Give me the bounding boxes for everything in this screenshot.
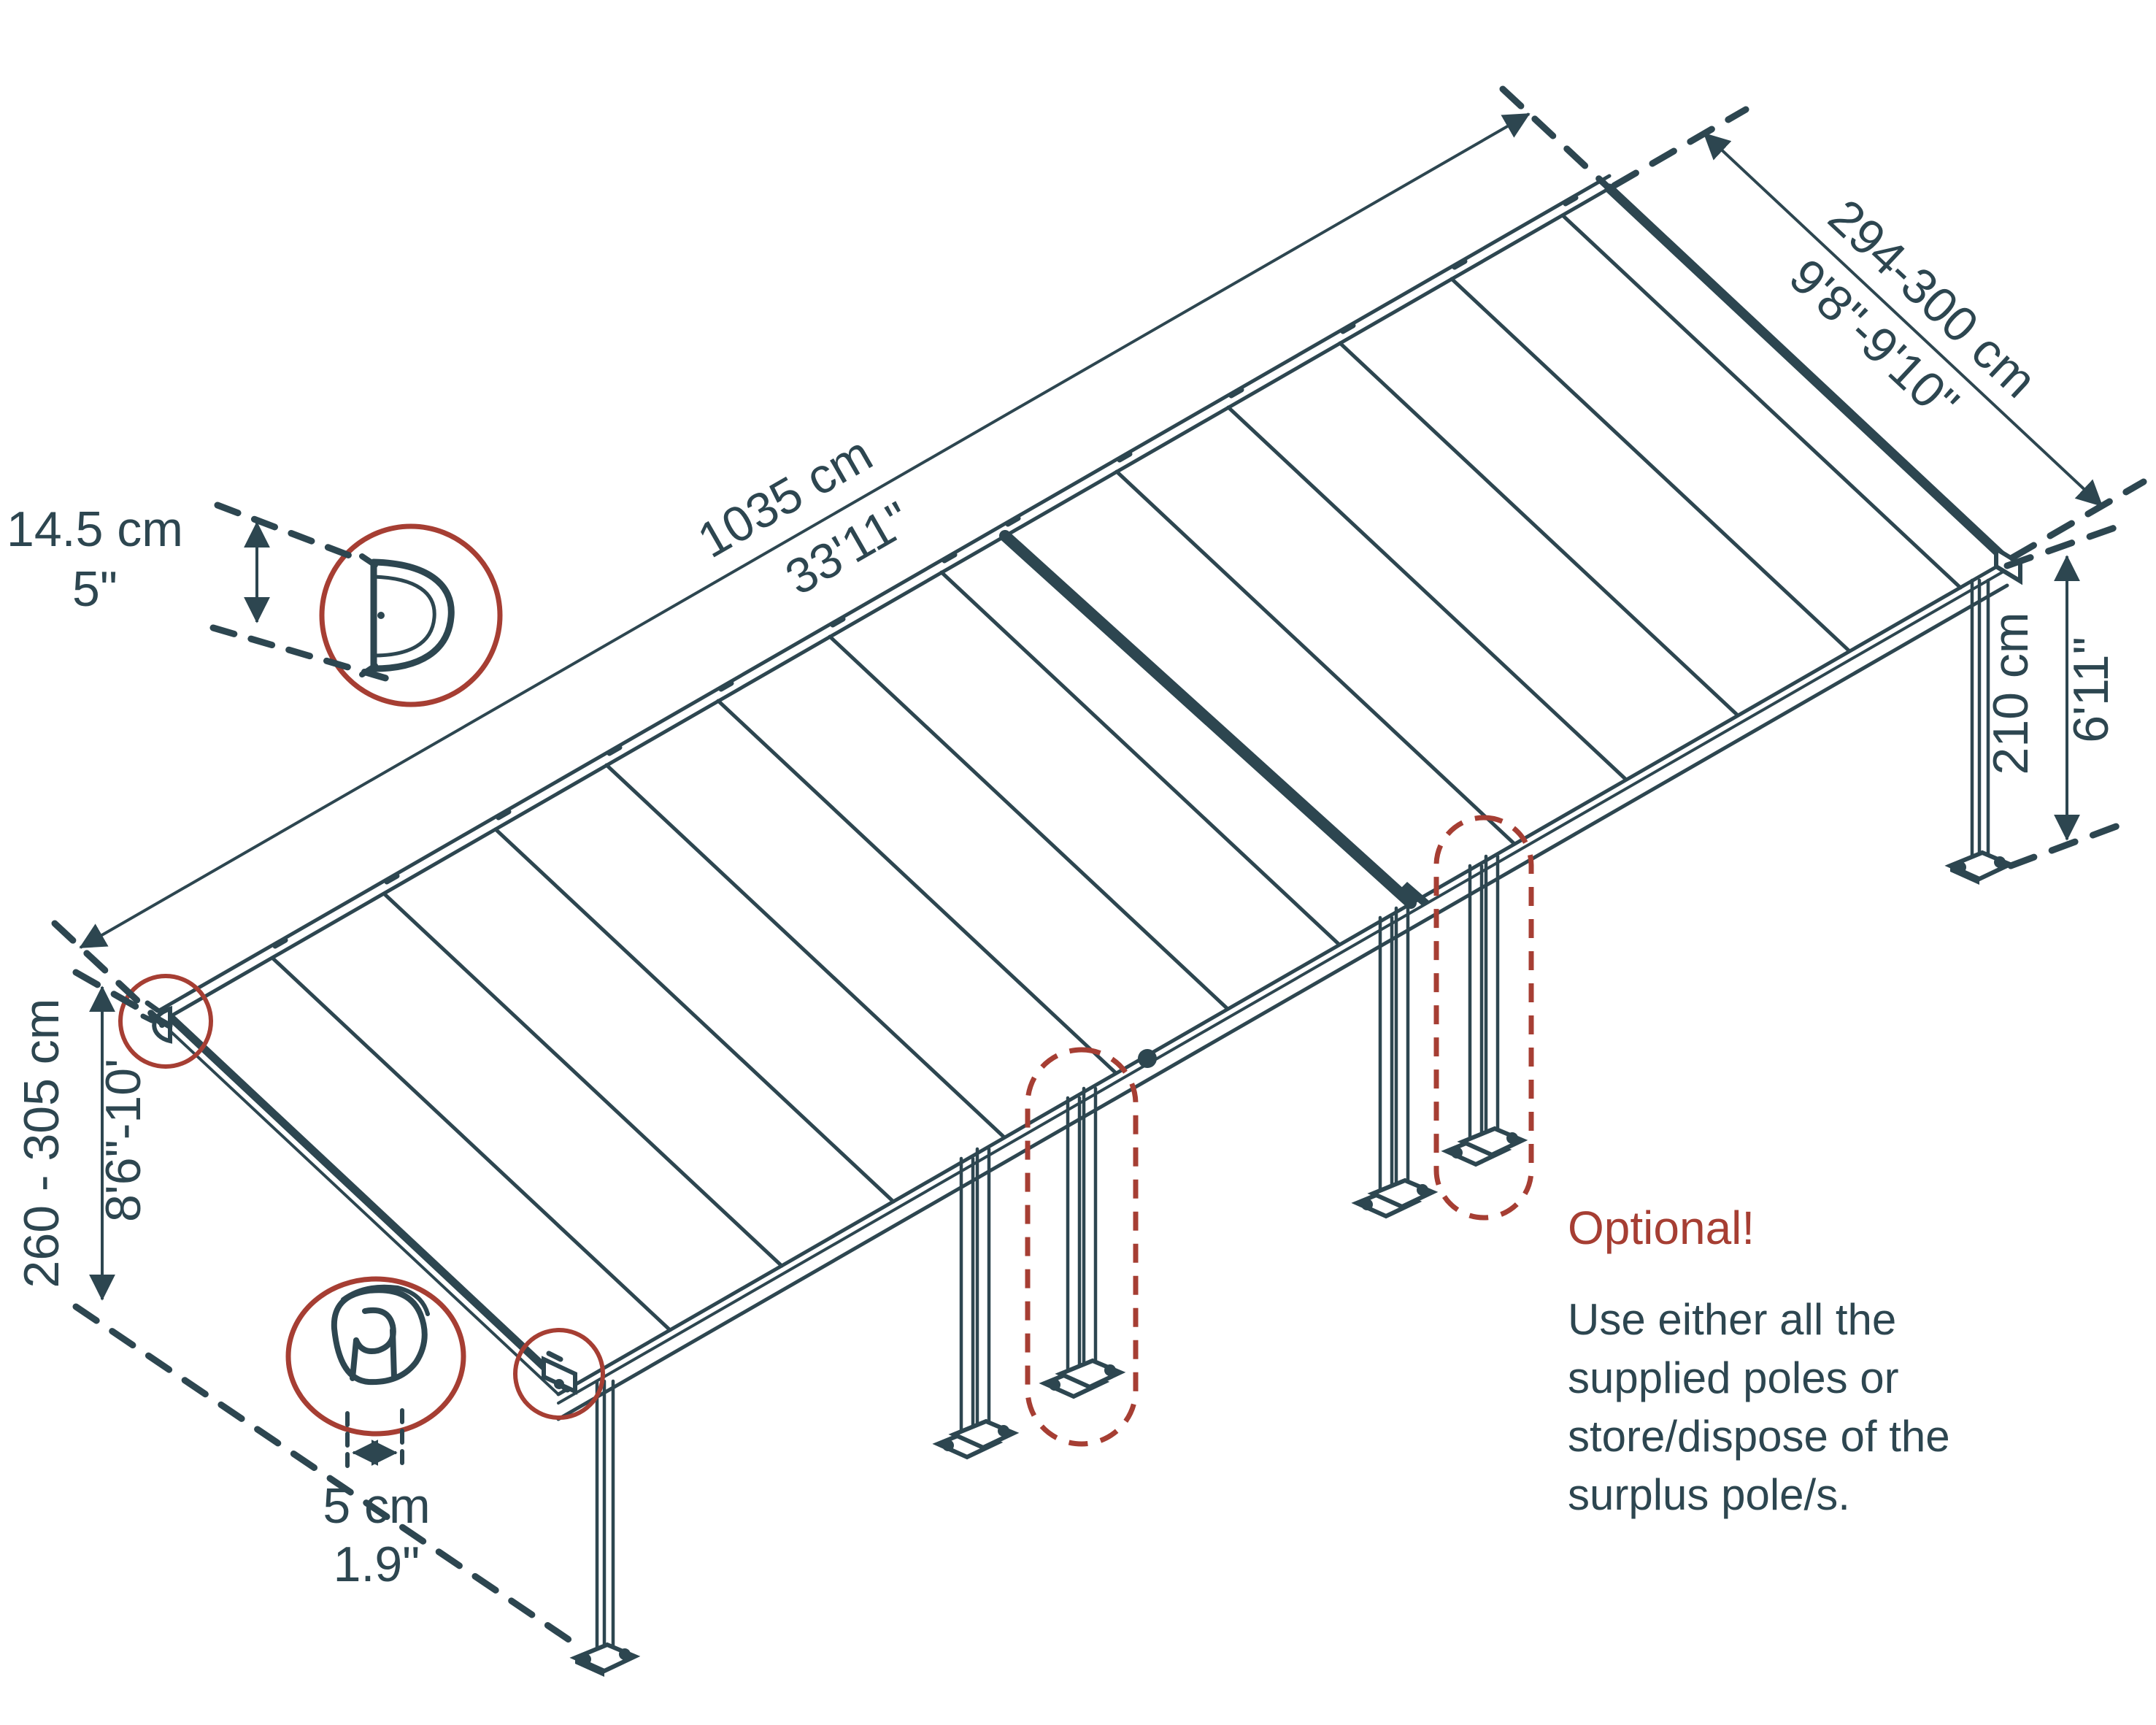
optional-pole-outline-left xyxy=(1025,1047,1139,1447)
dimension-pole-width-imperial: 1.9" xyxy=(334,1537,420,1592)
gutter-corner-bracket xyxy=(542,1351,577,1395)
roof-rafters xyxy=(270,213,1963,1332)
dimension-length: 1035 cm 33'11" xyxy=(51,85,1614,1027)
optional-note: Optional! Use either all the supplied po… xyxy=(1568,1202,1950,1519)
dimension-pole-height-imperial: 6'11" xyxy=(2063,637,2119,743)
pole-front-right xyxy=(1944,578,2016,885)
wall-beam xyxy=(158,174,1612,1024)
pole-front-left xyxy=(569,1379,641,1677)
gutter-beam xyxy=(556,558,2009,1421)
beam-profile-detail xyxy=(359,553,455,677)
optional-note-line: supplied poles or xyxy=(1568,1353,1899,1402)
wall-beam-clips xyxy=(272,195,1579,949)
gutter-clip xyxy=(1138,1049,1157,1068)
dimension-pole-height-cm: 210 cm xyxy=(1983,612,2038,775)
dimension-profile-height-imperial: 5" xyxy=(72,561,118,617)
optional-note-line: store/dispose of the xyxy=(1568,1412,1950,1461)
optional-note-line: surplus pole/s. xyxy=(1568,1470,1850,1519)
dimension-profile-height: 14.5 cm 5" xyxy=(7,502,392,683)
roof-left-edge xyxy=(159,1012,571,1396)
dimension-profile-height-cm: 14.5 cm xyxy=(7,502,183,557)
dimension-pole-height: 210 cm 6'11" xyxy=(1983,523,2124,869)
pole-profile-detail xyxy=(331,1284,430,1386)
corner-highlight-circle-left xyxy=(118,974,213,1069)
pole-optional-left xyxy=(1039,1086,1126,1399)
pole-pair-right xyxy=(1351,906,1439,1219)
dimension-mounting-height-imperial: 8'6"-10' xyxy=(96,1059,151,1222)
corner-highlight-circle-gutter xyxy=(513,1328,605,1420)
optional-note-title: Optional! xyxy=(1568,1202,1755,1254)
dimension-depth: 294-300 cm 9'8"-9'10" xyxy=(1611,106,2147,561)
dimension-mounting-height-cm: 260 - 305 cm xyxy=(14,999,69,1288)
dimension-pole-width-cm: 5 cm xyxy=(323,1478,430,1534)
dimension-pole-width: 5 cm 1.9" xyxy=(323,1408,431,1592)
dimension-mounting-height: 260 - 305 cm 8'6"-10' xyxy=(14,969,588,1653)
pole-pair-left xyxy=(932,1147,1020,1460)
optional-note-line: Use either all the xyxy=(1568,1295,1896,1344)
detail-circle-pole-profile xyxy=(285,1276,466,1437)
section-joint-rafter xyxy=(999,530,1417,909)
